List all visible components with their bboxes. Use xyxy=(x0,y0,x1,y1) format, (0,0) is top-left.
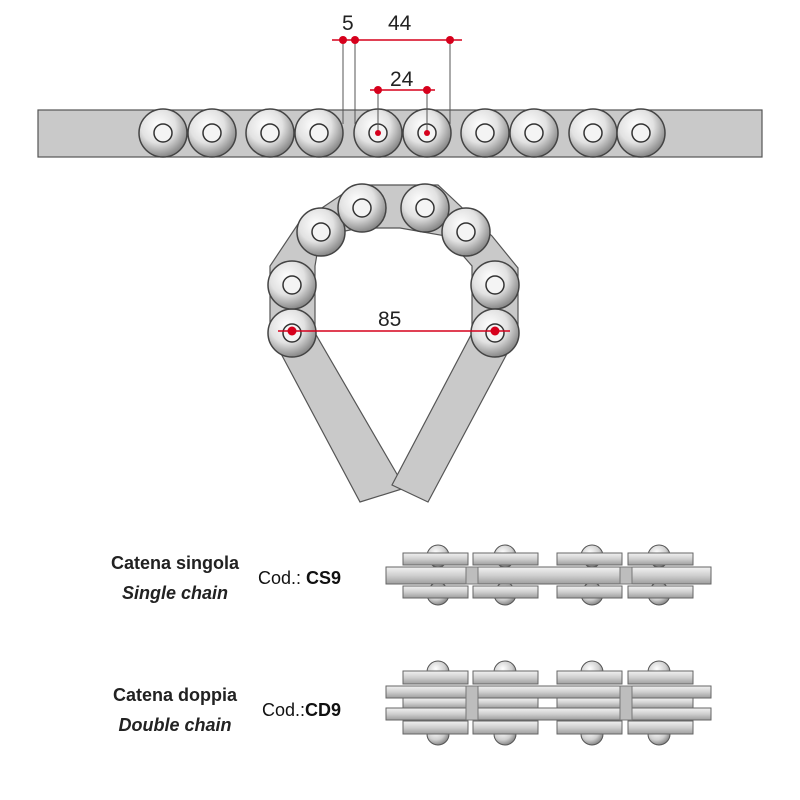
double-chain-code-value: CD9 xyxy=(305,700,342,720)
roller xyxy=(337,183,387,233)
dim-85 xyxy=(278,326,510,336)
roller xyxy=(568,108,618,158)
single-chain-code-value: CS9 xyxy=(306,568,342,588)
double-chain-name-en: Double chain xyxy=(118,715,232,735)
roller xyxy=(470,260,520,310)
dimension-lines xyxy=(342,38,451,133)
roller xyxy=(616,108,666,158)
roller xyxy=(267,260,317,310)
roller xyxy=(138,108,188,158)
double-chain-name-it: Catena doppia xyxy=(112,685,237,705)
dim-label-24: 24 xyxy=(390,68,414,91)
straight-chain-rollers xyxy=(138,108,666,158)
dim-label-5: 5 xyxy=(342,12,354,35)
roller xyxy=(245,108,295,158)
roller xyxy=(460,108,510,158)
bent-chain-rollers xyxy=(267,183,520,358)
double-chain-code: Cod.:CD9 xyxy=(262,700,341,721)
left-tail-plate xyxy=(269,332,406,503)
dimension-markers xyxy=(332,36,462,136)
roller xyxy=(296,207,346,257)
dim-label-44: 44 xyxy=(388,12,412,35)
double-chain-code-prefix: Cod.: xyxy=(262,700,306,720)
roller xyxy=(187,108,237,158)
roller xyxy=(441,207,491,257)
bent-chain: 85 xyxy=(267,183,520,503)
double-chain-side-view xyxy=(385,660,712,746)
straight-chain: 5 44 24 xyxy=(37,12,763,158)
single-chain-code: Cod.: CS9 xyxy=(258,568,341,589)
single-chain-side-view xyxy=(385,544,712,606)
roller xyxy=(400,183,450,233)
dim-label-85: 85 xyxy=(378,308,401,331)
single-chain-name-it: Catena singola xyxy=(110,553,240,573)
roller xyxy=(509,108,559,158)
single-chain-code-prefix: Cod.: xyxy=(258,568,307,588)
right-tail-plate xyxy=(391,332,519,503)
single-chain-name-en: Single chain xyxy=(121,583,229,603)
roller xyxy=(294,108,344,158)
